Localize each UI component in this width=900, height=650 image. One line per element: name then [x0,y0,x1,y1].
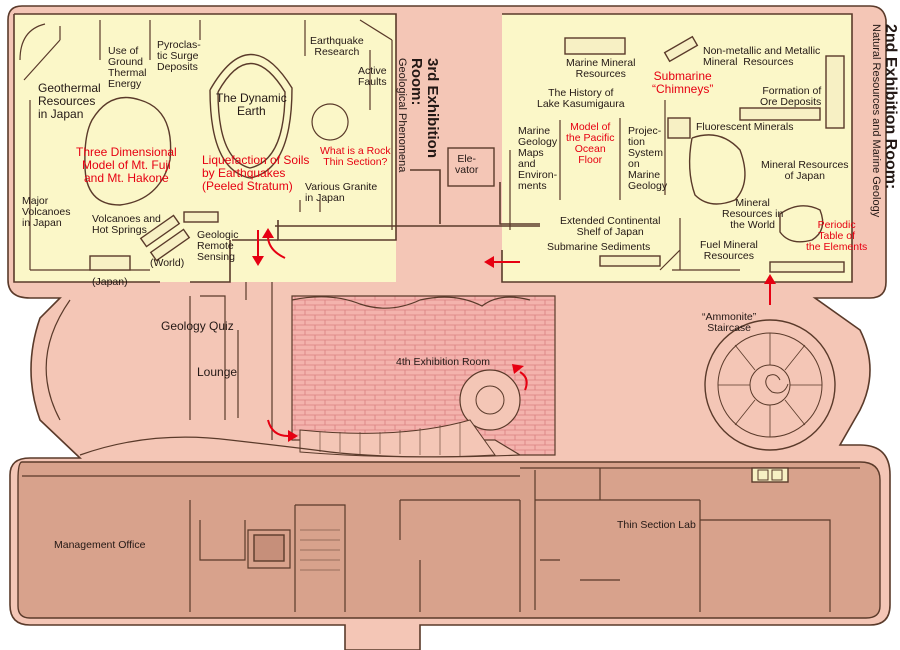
route-arrow-staircase [764,274,776,305]
label-formation-ore: Formation of Ore Deposits [760,85,822,108]
label-ammonite-staircase: “Ammonite” Staircase [702,311,757,334]
route-arrow-fourth-up [512,364,528,391]
label-earthquake-research: Earthquake Research [310,35,364,58]
label-marine-mineral: Marine Mineral Resources [566,57,636,80]
label-pyroclastic: Pyroclas- tic Surge Deposits [157,39,201,73]
label-geology-quiz: Geology Quiz [161,319,234,333]
label-mineral-resources-world: Mineral Resources in the World [722,197,784,231]
label-fuel-mineral: Fuel Mineral Resources [700,239,758,262]
label-thin-section-lab: Thin Section Lab [617,519,696,531]
label-dynamic-earth: The Dynamic Earth [216,91,287,118]
label-use-of-ground: Use of Ground Thermal Energy [108,45,147,90]
label-mineral-resources-japan: Mineral Resources of Japan [761,159,849,182]
third-room-title: 3rd Exhibition Room: Geological Phenomen… [396,58,441,173]
label-liquefaction: Liquefaction of Soils by Earthquakes (Pe… [202,153,310,193]
label-various-granite: Various Granite in Japan [305,181,378,204]
label-projection-system: Projec- tion System on Marine Geology [628,125,668,192]
label-active-faults: Active Faults [358,65,387,88]
route-arrow-fourth-in [267,419,298,442]
label-submarine-chimneys: Submarine “Chimneys” [652,69,714,96]
label-management-office: Management Office [54,539,146,551]
label-submarine-sediments: Submarine Sediments [547,241,651,253]
label-volcanoes-hot-springs: Volcanoes and Hot Springs [92,213,161,236]
label-periodic-table: Periodic Table of the Elements [806,219,868,253]
elevator-box [447,147,495,187]
ammonite-staircase-drawing [704,319,836,451]
office-block [17,461,881,619]
label-history-kasumigaura: The History of Lake Kasumigaura [537,87,625,110]
second-room-title: 2nd Exhibition Room: Natural Resources a… [870,24,899,217]
route-arrow-left-second [484,256,520,268]
label-marine-geology-maps: Marine Geology Maps and Environ- ments [518,125,558,192]
label-japan: (Japan) [92,276,128,288]
route-arrow-up-third [262,228,286,259]
label-extended-shelf: Extended Continental Shelf of Japan [560,215,661,238]
label-rock-thin-section: What is a Rock Thin Section? [320,145,391,168]
label-lounge: Lounge [197,365,238,379]
label-geothermal: Geothermal Resources in Japan [38,81,101,121]
label-three-dimensional: Three Dimensional Model of Mt. Fuji and … [76,145,177,185]
label-fourth-room: 4th Exhibition Room [396,356,490,368]
label-elevator: Ele- vator [455,153,479,176]
fourth-room-stair [299,369,521,458]
label-pacific-ocean-floor: Model of the Pacific Ocean Floor [566,121,615,166]
second-room-subtitle: Natural Resources and Marine Geology [870,24,882,218]
label-major-volcanoes: Major Volcanoes in Japan [22,195,71,229]
third-room-subtitle: Geological Phenomena [396,58,408,173]
third-room-title-line1: 3rd Exhibition [424,58,441,159]
third-exhibition-area [14,14,396,282]
label-fluorescent: Fluorescent Minerals [696,121,794,133]
label-non-metallic: Non-metallic and Metallic Mineral Resour… [703,45,821,68]
third-room-title-line2: Room: [408,58,425,106]
label-world: (World) [150,257,185,269]
second-room-title-text: 2nd Exhibition Room: [882,24,899,190]
route-arrow-geologic [252,230,264,266]
label-geologic-remote: Geologic Remote Sensing [197,229,239,263]
